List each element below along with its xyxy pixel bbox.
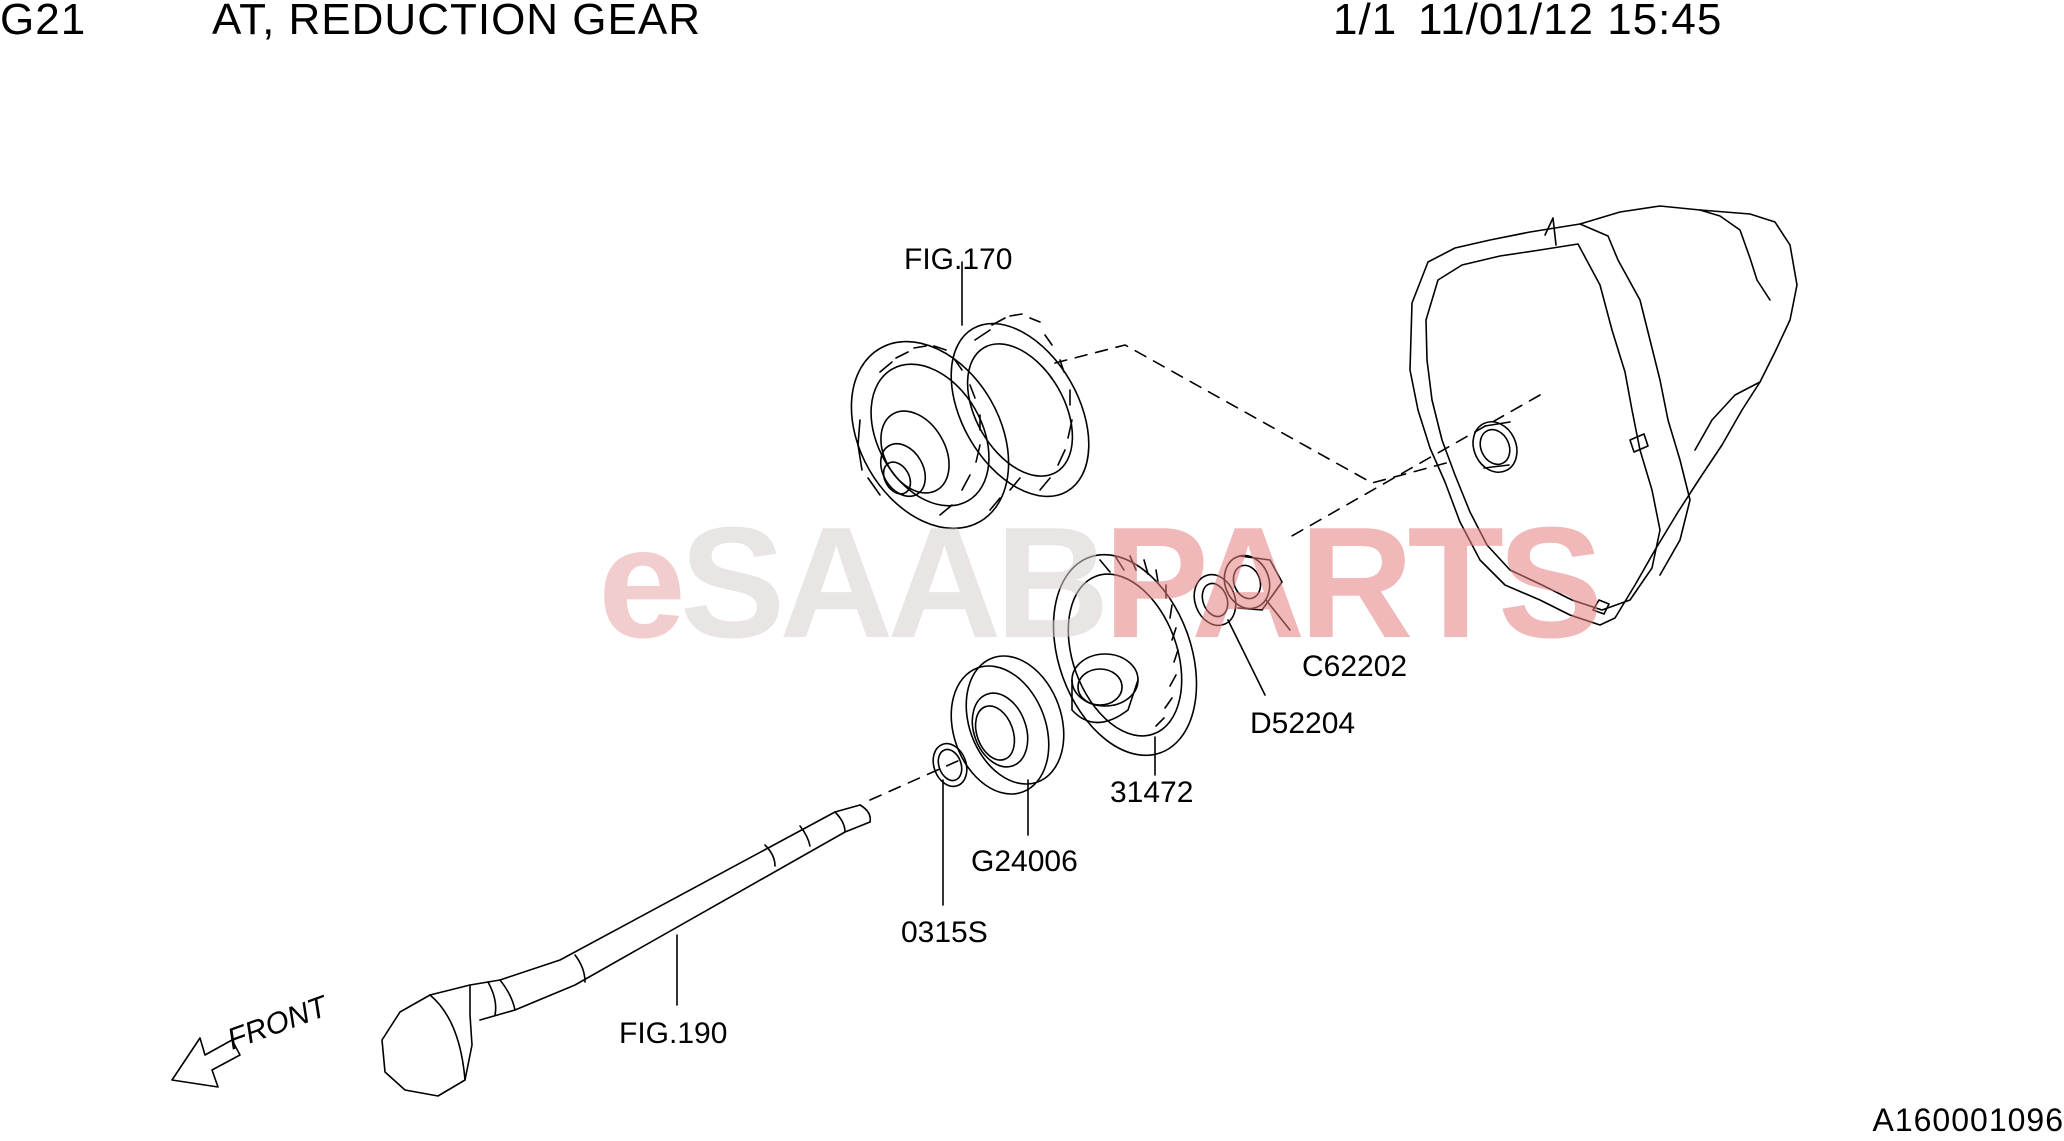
callout-fig-190[interactable]: FIG.190 [619, 1017, 728, 1050]
leader-lines [676, 261, 1291, 1006]
callout-d52204[interactable]: D52204 [1250, 707, 1356, 740]
watermark-part-1: e [598, 495, 686, 671]
washer [1193, 573, 1237, 627]
page-indicator: 1/1 [1333, 0, 1398, 44]
reference-id: A160001096 [1872, 1102, 2064, 1138]
diagram-title: AT, REDUCTION GEAR [212, 0, 702, 44]
snap-ring [932, 742, 968, 788]
upper-gear-assembly [850, 313, 1090, 530]
callout-0315s[interactable]: 0315S [901, 916, 988, 949]
alignment-lines [869, 344, 1541, 801]
watermark-part-2: SAAB [679, 495, 1110, 671]
transmission-housing [1409, 205, 1798, 626]
watermark-part-3: PARTS [1103, 495, 1604, 671]
callout-fig-170[interactable]: FIG.170 [904, 243, 1013, 276]
nut [1223, 554, 1283, 611]
callout-31472[interactable]: 31472 [1110, 776, 1194, 809]
bearing [950, 655, 1065, 795]
reduction-gear [1052, 553, 1198, 757]
front-arrow-icon [171, 1037, 241, 1088]
callout-g24006[interactable]: G24006 [971, 845, 1078, 878]
front-label: FRONT [223, 989, 334, 1056]
diagram-code: G21 [0, 0, 87, 44]
callout-c62202[interactable]: C62202 [1302, 650, 1408, 683]
diagram-datetime: 11/01/12 15:45 [1418, 0, 1723, 44]
watermark: eSAABPARTS [598, 504, 1603, 662]
shaft [381, 804, 872, 1097]
